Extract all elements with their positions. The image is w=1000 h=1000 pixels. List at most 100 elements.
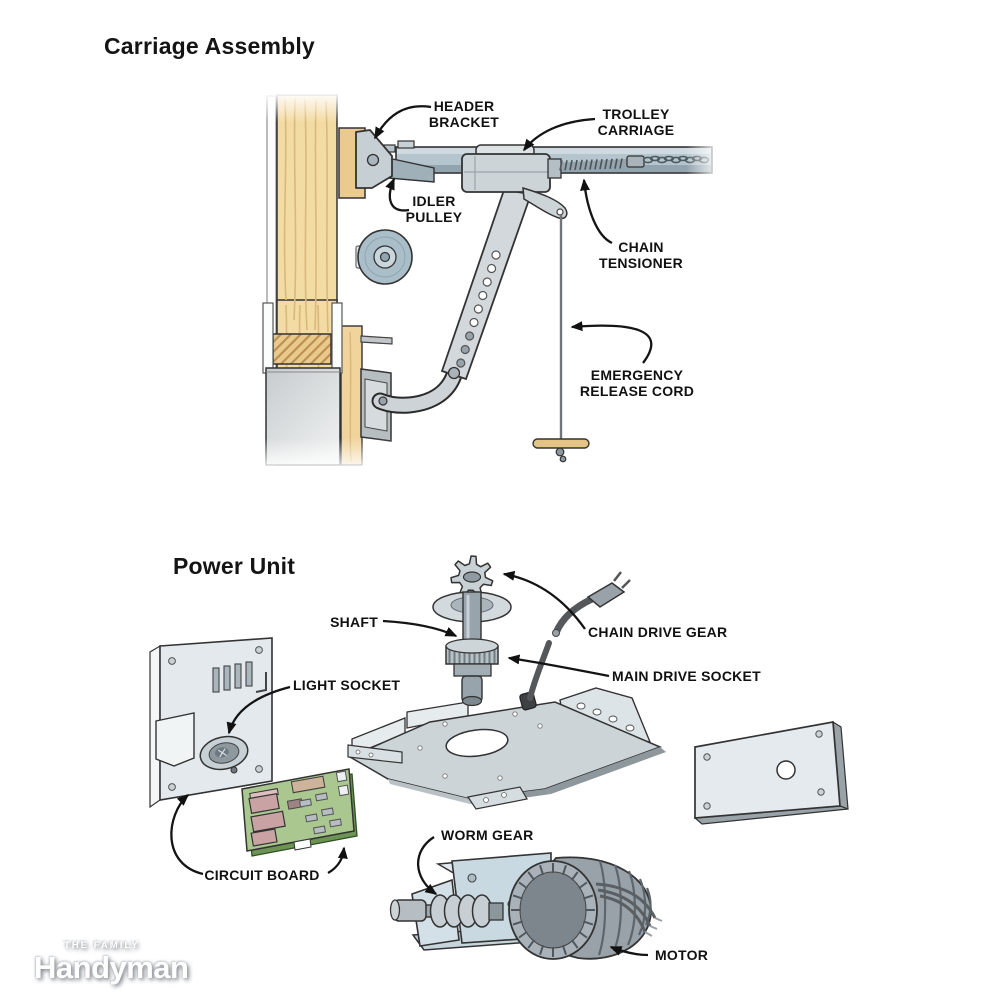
bracket-hole — [625, 724, 635, 732]
panel-screw — [255, 765, 263, 773]
worm-collar — [488, 902, 504, 921]
bracket-screw-1 — [467, 873, 477, 883]
panel-screw — [168, 783, 176, 791]
wall-pulley — [355, 229, 413, 285]
base-plate — [347, 687, 666, 810]
plate-tab-bottom — [466, 786, 528, 810]
cover-face — [694, 720, 841, 819]
plug-prong-2 — [621, 579, 631, 589]
leader-circuit-board-right — [327, 846, 348, 874]
shaft-assembly — [432, 555, 512, 707]
leader-motor — [609, 945, 649, 957]
power-unit-diagram — [149, 555, 849, 960]
power-unit-title: Power Unit — [173, 553, 296, 579]
circuit-board-part — [241, 768, 358, 857]
shaft-rod — [462, 591, 482, 645]
leader-idler-pulley — [385, 177, 410, 212]
plate-flange-left — [347, 744, 403, 764]
trolley-bolt-plate — [547, 158, 562, 179]
coupling-cap — [389, 899, 401, 921]
board-notch — [293, 838, 312, 851]
plate-thickness-1 — [545, 747, 666, 794]
family-handyman-logo: THE FAMILY Handyman — [34, 940, 189, 985]
header-bracket-hole — [366, 153, 380, 167]
plate-thickness-3 — [388, 779, 474, 805]
fade-beam-top — [260, 92, 376, 122]
emergency-release-cord-assembly — [532, 215, 590, 463]
plate-screw-holes — [417, 711, 543, 781]
door-track-left — [262, 302, 274, 374]
leader-header-bracket — [373, 105, 432, 140]
label-main-drive-socket: MAIN DRIVE SOCKET — [612, 668, 761, 684]
leader-worm-gear — [416, 836, 438, 895]
motor-face-fins — [511, 863, 595, 957]
cover-screw — [703, 753, 711, 761]
socket-screw — [230, 766, 238, 774]
tensioner-spring — [559, 158, 623, 171]
gear-collar — [453, 663, 492, 677]
arm-adjustment-holes — [456, 250, 501, 368]
label-motor: MOTOR — [655, 947, 708, 963]
panel-screw — [255, 646, 263, 654]
power-cord — [527, 571, 631, 701]
arm-bracket-bolt — [378, 396, 388, 406]
label-worm-gear: WORM GEAR — [441, 827, 533, 843]
cord-knot-2 — [559, 455, 567, 463]
fade-rail-right — [686, 134, 722, 182]
carriage-assembly-diagram — [252, 92, 722, 472]
tensioner-ferrule — [626, 155, 645, 168]
cord-cut-end — [552, 629, 560, 637]
elbow-bolt — [447, 366, 461, 380]
lens-housing — [155, 712, 195, 767]
pulley-ring — [364, 236, 406, 278]
callout-leaders — [170, 105, 653, 957]
leader-emergency-cord — [570, 321, 653, 364]
light-socket-part — [199, 735, 249, 771]
cord-handle — [532, 438, 590, 449]
curved-arm — [373, 365, 462, 412]
vent-slots — [212, 661, 267, 693]
logo-tagline: THE FAMILY — [64, 940, 140, 951]
panel-screw — [168, 657, 176, 665]
cover-screw — [815, 730, 823, 738]
label-shaft: SHAFT — [330, 614, 378, 630]
bracket-hole — [576, 702, 586, 710]
header-bracket — [355, 129, 393, 189]
cord-lower — [527, 640, 552, 701]
plug-prong-1 — [613, 571, 622, 582]
gear-top — [445, 638, 499, 654]
logo-name: Handyman — [34, 949, 189, 985]
release-lever — [522, 186, 568, 220]
motor-drum-inner — [519, 871, 587, 949]
header-board-cross-section — [272, 333, 332, 365]
plate-center-hole — [445, 728, 509, 758]
leader-shaft — [382, 619, 458, 638]
cover-hole — [776, 760, 796, 780]
shaft-bottom-cap — [461, 695, 483, 707]
cover-screw — [817, 788, 825, 796]
door-arm — [371, 188, 533, 414]
fade-bottom — [252, 438, 402, 472]
cover-screw — [703, 802, 711, 810]
cord-upper — [552, 595, 596, 637]
sprocket-hub — [462, 571, 482, 583]
leader-chain-drive-gear — [502, 570, 586, 630]
board-components — [248, 770, 350, 847]
worm-gear-coils — [429, 894, 493, 928]
plug-body — [586, 582, 626, 608]
leader-main-drive-socket — [507, 654, 610, 678]
door-track-right — [331, 302, 343, 374]
rail-tab-2 — [397, 140, 415, 149]
trolley-carriage — [461, 144, 568, 220]
cord-knot-1 — [555, 447, 565, 457]
leader-trolley-carriage — [523, 117, 596, 152]
leader-chain-tensioner — [580, 178, 613, 245]
